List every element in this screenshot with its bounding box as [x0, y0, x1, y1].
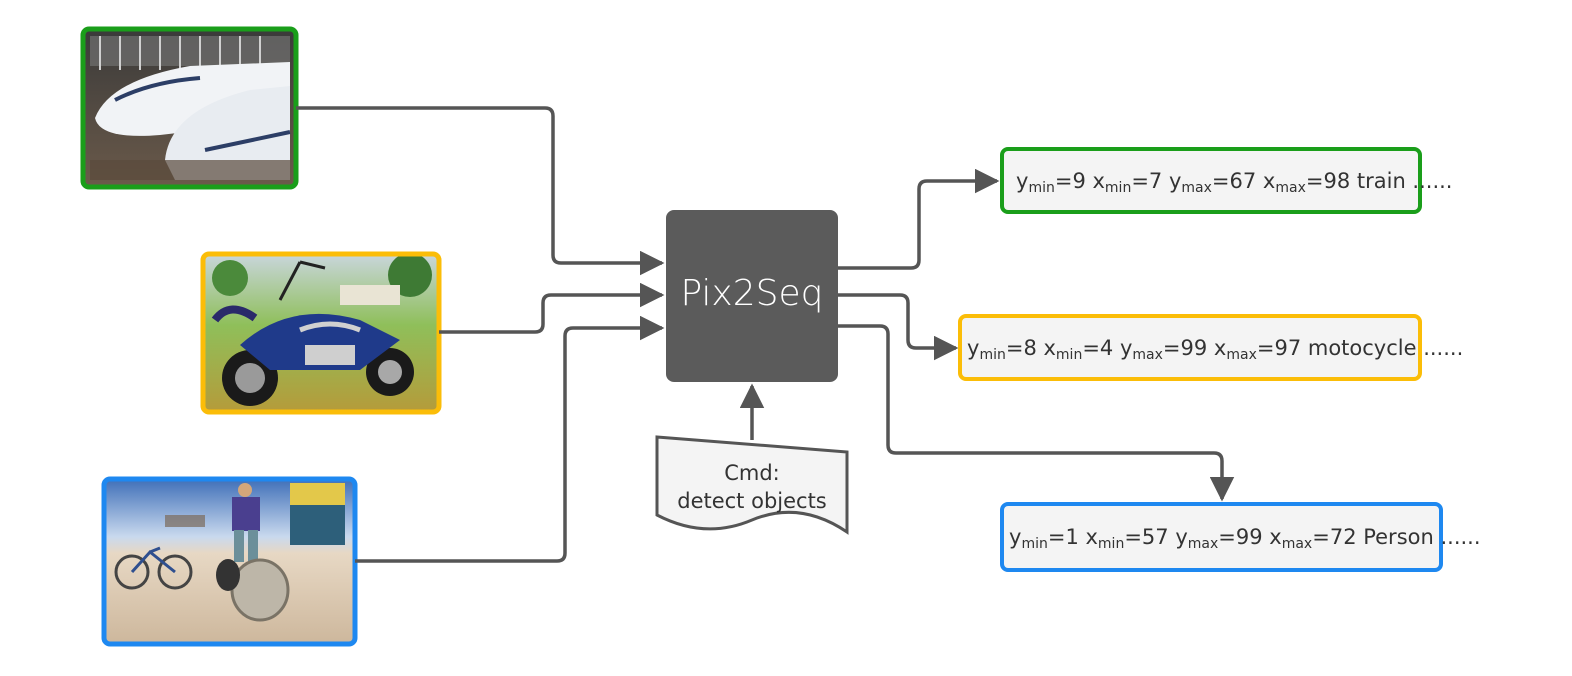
- pix2seq-model-box: Pix2Seq: [666, 210, 838, 382]
- model-label: Pix2Seq: [681, 273, 824, 314]
- command-line-1: Cmd:: [724, 461, 780, 485]
- output-box-motorcycle: ymin=8 xmin=4 ymax=99 xmax=97 motocycle …: [958, 314, 1463, 381]
- output-box-person: ymin=1 xmin=57 ymax=99 xmax=72 Person ..…: [1000, 502, 1481, 572]
- arrow-model-to-output-2: [838, 293, 959, 361]
- arrow-model-to-output-3: [838, 324, 1235, 502]
- arrow-person-to-model: [355, 315, 665, 563]
- arrow-model-to-output-1: [838, 168, 1000, 270]
- person-image: [101, 476, 358, 647]
- arrow-train-to-model: [296, 106, 665, 276]
- output-text-person: ymin=1 xmin=57 ymax=99 xmax=72 Person ..…: [1009, 525, 1481, 552]
- output-box-train: ymin=9 xmin=7 ymax=67 xmax=98 train ....…: [1000, 147, 1452, 214]
- command-line-2: detect objects: [677, 489, 827, 513]
- output-text-motorcycle: ymin=8 xmin=4 ymax=99 xmax=97 motocycle …: [967, 336, 1463, 363]
- arrow-motorcycle-to-model: [439, 282, 665, 334]
- motorcycle-image: [200, 251, 442, 415]
- output-text-train: ymin=9 xmin=7 ymax=67 xmax=98 train ....…: [1016, 169, 1452, 196]
- command-document: Cmd: detect objects: [655, 435, 849, 535]
- train-image: [80, 26, 299, 190]
